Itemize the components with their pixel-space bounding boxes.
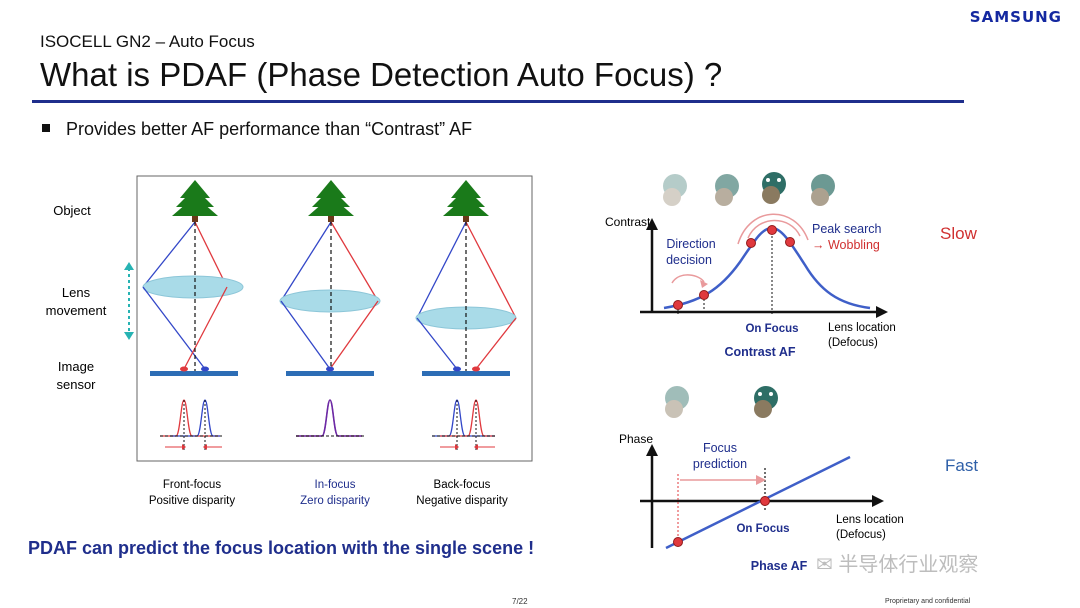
direction-label-2: decision <box>666 253 712 267</box>
prediction-label-1: Focus <box>703 441 737 455</box>
wobbling-label: → Wobbling <box>812 238 880 252</box>
phase-on-focus: On Focus <box>736 523 789 535</box>
focus-point <box>760 496 770 506</box>
caption-infocus-2: Zero disparity <box>300 495 370 507</box>
tree-icon <box>308 180 354 222</box>
conclusion-text: PDAF can predict the focus location with… <box>28 538 535 558</box>
image-sensor-bar <box>286 371 374 376</box>
back-focus-column <box>415 180 517 452</box>
prediction-label-2: prediction <box>693 457 747 471</box>
row-label-lens-1: Lens <box>62 285 91 300</box>
diagram-frame <box>136 175 533 462</box>
contrast-af-caption: Contrast AF <box>724 345 795 359</box>
confidential-note: Proprietary and confidential <box>885 598 971 605</box>
contrast-y-label: Contrast <box>605 215 651 229</box>
lens-movement-arrow <box>124 262 134 340</box>
row-label-object: Object <box>53 203 91 218</box>
row-label-sensor-1: Image <box>58 359 94 374</box>
watermark-text: 半导体行业观察 <box>838 554 979 576</box>
wechat-icon: ✉ <box>816 554 833 576</box>
tree-icon <box>172 180 218 222</box>
page-number: 7/22 <box>512 597 528 606</box>
caption-back-1: Back-focus <box>434 479 491 491</box>
front-focus-column <box>142 180 244 452</box>
caption-back-2: Negative disparity <box>416 495 508 507</box>
caption-front-2: Positive disparity <box>149 495 236 507</box>
peak-search-label: Peak search <box>812 222 882 236</box>
phase-x-label-1: Lens location <box>836 514 904 526</box>
tree-icon <box>443 180 489 222</box>
bullet-text: Provides better AF performance than “Con… <box>66 119 473 139</box>
phase-x-label-2: (Defocus) <box>836 529 886 541</box>
bullet-square-icon <box>42 124 50 133</box>
speed-slow: Slow <box>940 224 978 243</box>
bullet-point: Provides better AF performance than “Con… <box>42 119 472 140</box>
sample-point <box>699 290 709 300</box>
row-label-lens-2: movement <box>46 303 107 318</box>
speed-fast: Fast <box>945 456 978 475</box>
sample-point <box>785 237 795 247</box>
caption-front-1: Front-focus <box>163 479 221 491</box>
sample-point <box>767 225 777 235</box>
watermark: ✉ 半导体行业观察 <box>816 548 978 577</box>
in-focus-column <box>279 180 381 437</box>
face-icon-blurred <box>663 174 687 206</box>
row-label-sensor-2: sensor <box>56 377 96 392</box>
phase-af-caption: Phase AF <box>751 559 808 573</box>
face-icon-sharp <box>754 386 778 418</box>
wobbling-arc <box>737 213 809 245</box>
direction-arc <box>671 274 705 284</box>
face-icon-blurred <box>715 174 739 206</box>
face-icon-sharp <box>762 172 786 204</box>
sample-point <box>746 238 756 248</box>
image-sensor-bar <box>422 371 510 376</box>
phase-y-label: Phase <box>619 432 653 446</box>
sample-point <box>673 300 683 310</box>
image-sensor-bar <box>150 371 238 376</box>
caption-infocus-1: In-focus <box>315 479 356 491</box>
samsung-logo: SAMSUNG <box>969 8 1062 26</box>
sample-point <box>673 537 683 547</box>
contrast-x-label-1: Lens location <box>828 322 896 334</box>
direction-label-1: Direction <box>666 237 715 251</box>
slide-subtitle: ISOCELL GN2 – Auto Focus <box>40 32 255 51</box>
phase-line <box>665 455 851 550</box>
face-icon-blurred <box>665 386 689 418</box>
face-icon-blurred <box>811 174 835 206</box>
title-underline <box>32 100 964 103</box>
lens-ellipse <box>279 289 381 313</box>
contrast-on-focus: On Focus <box>745 323 798 335</box>
contrast-x-label-2: (Defocus) <box>828 337 878 349</box>
slide-title: What is PDAF (Phase Detection Auto Focus… <box>40 56 723 93</box>
